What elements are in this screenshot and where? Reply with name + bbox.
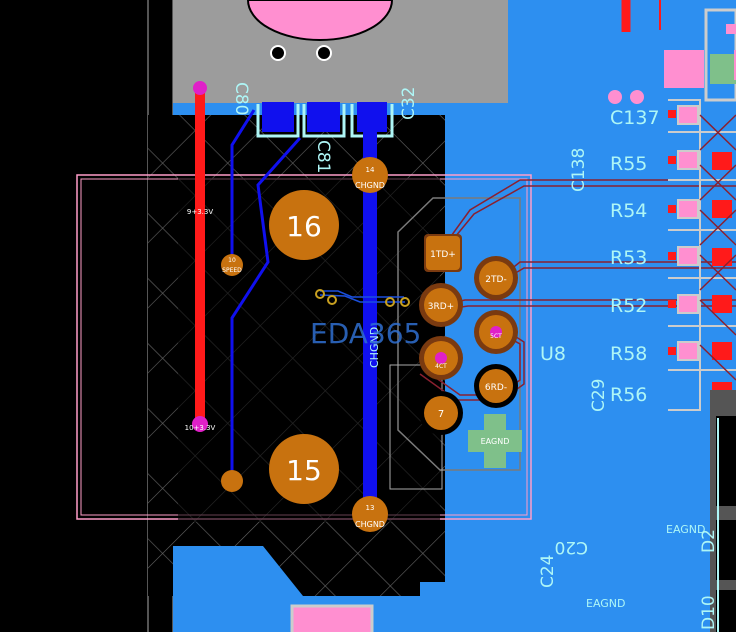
pad-td-plus[interactable]	[426, 236, 460, 270]
pad-td-minus-label: 2TD-	[485, 275, 506, 285]
pad-agnd[interactable]	[468, 414, 522, 468]
pad-13-net: CHGND	[355, 520, 385, 529]
mount-hole-left	[270, 45, 286, 61]
mount-hole-right	[316, 45, 332, 61]
pad-15[interactable]	[269, 434, 339, 504]
label-d10: D10	[699, 595, 719, 630]
pad-7-label: 7	[438, 409, 444, 420]
pad-14[interactable]	[352, 157, 388, 193]
pad-td-plus-label: 1TD+	[430, 250, 456, 260]
pad-agnd-label: EAGND	[481, 437, 510, 446]
resistor-red-pads[interactable]	[668, 110, 732, 400]
resistor-array[interactable]	[664, 8, 736, 102]
pad-14-net: CHGND	[355, 181, 385, 190]
resistor-pads[interactable]	[677, 105, 699, 361]
net-label-3v3-top: 9+3.3V	[187, 208, 213, 216]
connector-housing	[173, 0, 508, 103]
pad-14-number: 14	[366, 166, 375, 174]
label-c29: C29	[589, 378, 609, 412]
label-c80: C80	[231, 82, 251, 116]
pad-10-number: 10	[228, 257, 236, 264]
pad-9[interactable]	[221, 470, 243, 492]
pad-td-minus[interactable]	[479, 261, 513, 295]
label-u8: U8	[540, 343, 566, 365]
pad-15-label: 15	[286, 454, 322, 487]
via-3v3-top[interactable]	[193, 81, 207, 95]
pad-rd-minus-label: 6RD-	[485, 383, 507, 393]
net-label-chgnd: CHGND	[368, 327, 381, 368]
pad-16[interactable]	[269, 190, 339, 260]
label-c138: C138	[569, 148, 589, 192]
label-r53: R53	[610, 247, 647, 269]
pad-rd-plus[interactable]	[424, 288, 458, 322]
pad-rd-plus-label: 3RD+	[428, 302, 454, 312]
pad-13-number: 13	[366, 504, 375, 512]
pad-10-net: SPEED	[222, 267, 242, 274]
bottom-component[interactable]	[290, 604, 374, 632]
label-c81: C81	[313, 140, 333, 174]
pad-7[interactable]	[424, 396, 458, 430]
label-r52: R52	[610, 295, 647, 317]
via-3v3-bottom[interactable]	[192, 416, 208, 432]
label-d2: D2	[699, 529, 719, 553]
label-c24: C24	[538, 554, 558, 588]
watermark: EDA365	[310, 317, 421, 350]
pad-16-label: 16	[286, 210, 322, 243]
label-r58: R58	[610, 343, 647, 365]
label-r55: R55	[610, 153, 647, 175]
net-label-3v3-bottom: 10+3.3V	[185, 424, 216, 432]
pad-rd-minus[interactable]	[479, 369, 513, 403]
pad-13[interactable]	[352, 496, 388, 532]
label-c137: C137	[610, 107, 660, 129]
trace-speed[interactable]	[230, 109, 256, 265]
pad-4ct-label: 4CT	[435, 363, 447, 370]
pad-5ct-label: 5CT	[490, 333, 502, 340]
label-c32: C32	[399, 86, 419, 120]
label-r54: R54	[610, 200, 647, 222]
label-c20: C20	[554, 537, 588, 557]
pad-10[interactable]	[221, 254, 243, 276]
label-r56: R56	[610, 384, 647, 406]
net-label-agnd-2: EAGND	[586, 597, 626, 610]
net-label-agnd-1: EAGND	[666, 523, 706, 536]
